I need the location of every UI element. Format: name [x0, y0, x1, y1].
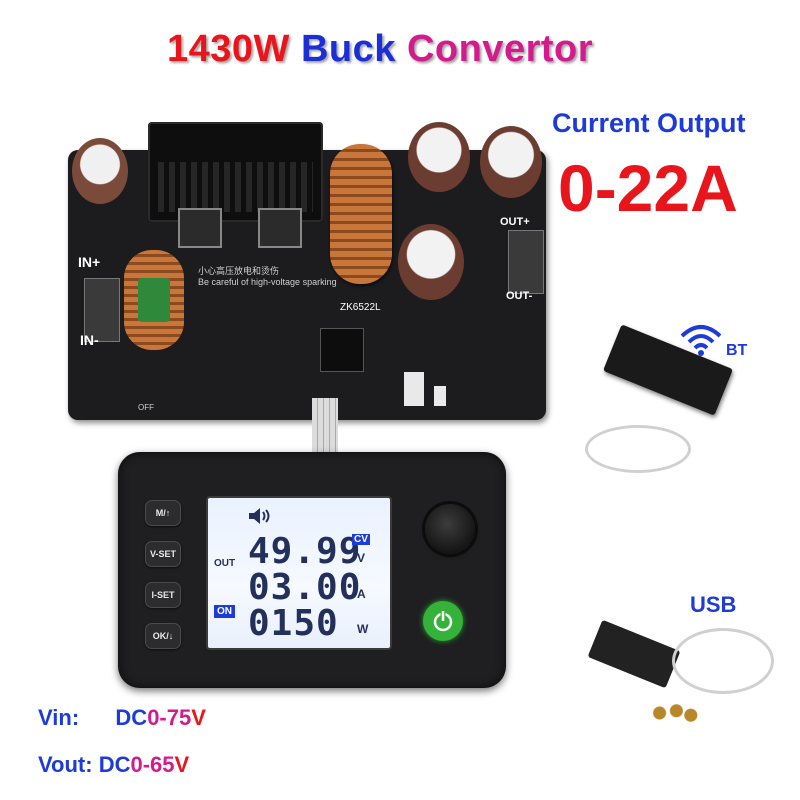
ribbon-cable	[312, 398, 338, 456]
warning-en: Be careful of high-voltage sparking	[198, 277, 337, 287]
mosfet	[178, 208, 222, 248]
vout-spec: Vout: DC0-65V	[38, 752, 189, 778]
model-label: ZK6522L	[340, 302, 381, 313]
capacitor	[480, 126, 542, 198]
vin-unit: V	[191, 705, 206, 730]
pcb-board: IN+ IN- OUT+ OUT- 小心高压放电和烫伤 Be careful o…	[68, 122, 546, 420]
mosfet	[258, 208, 302, 248]
current-output-range: 0-22A	[558, 151, 738, 225]
voltage-unit: V	[357, 551, 366, 565]
capacitor	[408, 122, 470, 192]
current-unit: A	[357, 587, 366, 601]
vin-label: Vin:	[38, 705, 80, 730]
power-readout: 0150	[248, 603, 339, 644]
screw-set	[650, 702, 698, 724]
voltage-readout: 49.99	[248, 531, 362, 572]
vout-range: 0-65	[130, 752, 175, 777]
out-minus-label: OUT-	[506, 290, 533, 302]
bt-label: BT	[726, 342, 748, 359]
power-unit: W	[357, 622, 369, 636]
on-indicator: ON	[214, 605, 235, 618]
current-readout: 03.00	[248, 567, 362, 608]
power-button[interactable]	[423, 601, 463, 641]
title-buck: Buck	[300, 28, 396, 70]
i-set-button[interactable]: I-SET	[145, 582, 181, 608]
mode-up-button[interactable]: M/↑	[145, 500, 181, 526]
microcontroller-chip	[320, 328, 364, 372]
inductor-core	[138, 278, 170, 322]
bt-cable	[585, 425, 691, 473]
vout-label: Vout:	[38, 752, 93, 777]
usb-module	[587, 619, 681, 689]
ok-down-button[interactable]: OK/↓	[145, 623, 181, 649]
off-label: OFF	[138, 403, 154, 412]
usb-label: USB	[690, 592, 737, 617]
inductor-coil	[330, 144, 392, 284]
capacitor	[398, 224, 464, 300]
terminal-block-out	[508, 230, 544, 294]
heatsink	[148, 122, 323, 222]
vin-prefix: DC	[115, 705, 148, 730]
title-convertor: Convertor	[406, 28, 594, 70]
usb-cable	[672, 628, 774, 694]
v-set-button[interactable]: V-SET	[145, 541, 181, 567]
warning-cn: 小心高压放电和烫伤	[198, 266, 280, 276]
in-plus-label: IN+	[78, 254, 101, 270]
vout-unit: V	[174, 752, 190, 777]
out-plus-label: OUT+	[500, 216, 530, 228]
connector-header	[404, 372, 424, 406]
title-power: 1430W	[166, 28, 290, 70]
rotary-encoder-knob[interactable]	[425, 504, 475, 554]
wifi-icon	[678, 322, 724, 361]
speaker-icon	[247, 507, 273, 530]
vin-range: 0-75	[147, 705, 192, 730]
capacitor	[72, 138, 128, 204]
lcd-screen	[206, 496, 392, 650]
terminal-block-in	[84, 278, 120, 342]
in-minus-label: IN-	[80, 332, 99, 348]
vout-prefix: DC	[98, 752, 131, 777]
connector-header	[434, 386, 446, 406]
power-icon	[433, 611, 453, 632]
vin-spec: Vin: DC0-75V	[38, 705, 206, 731]
cv-indicator: CV	[352, 534, 370, 545]
title: 1430W Buck Convertor	[0, 28, 760, 71]
current-output-label: Current Output	[552, 108, 746, 138]
out-label: OUT	[214, 558, 236, 569]
